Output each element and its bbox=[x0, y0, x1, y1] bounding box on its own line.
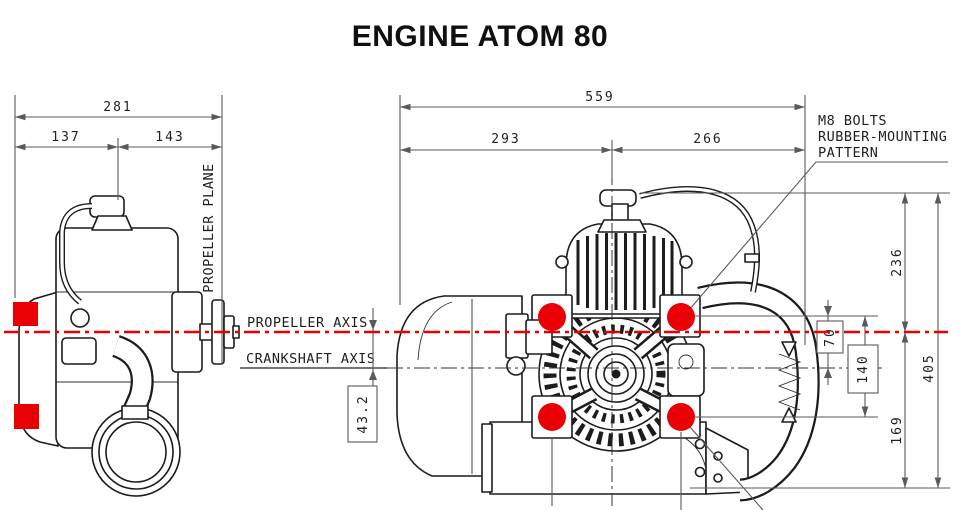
propeller-plane-label: PROPELLER PLANE bbox=[201, 163, 217, 292]
note-line2: RUBBER-MOUNTING bbox=[818, 129, 947, 145]
dim-axis-to-bolt-row: 70 bbox=[823, 327, 838, 347]
mount-bolt-marker bbox=[538, 303, 566, 331]
dim-axis-offset: 43.2 bbox=[356, 394, 371, 433]
rear-view-dimensions: 559 293 266 236 169 405 70 bbox=[399, 90, 950, 510]
cooling-fins bbox=[576, 233, 674, 310]
dim-bolt-row-spacing: 140 bbox=[856, 354, 871, 383]
m8-bolts-note: M8 BOLTS RUBBER-MOUNTING PATTERN bbox=[682, 113, 948, 318]
mount-bolt-marker bbox=[667, 403, 695, 431]
dim-front-width: 137 bbox=[51, 130, 80, 145]
dim-overall-height: 405 bbox=[922, 353, 937, 382]
dim-rear-width: 143 bbox=[155, 130, 184, 145]
mount-bolt-marker bbox=[538, 403, 566, 431]
drawing-title: ENGINE ATOM 80 bbox=[351, 20, 609, 53]
propeller-axis: PROPELLER AXIS bbox=[4, 315, 948, 334]
dim-top-to-axis: 236 bbox=[890, 247, 905, 276]
axis-lines: CRANKSHAFT AXIS bbox=[240, 142, 882, 506]
mount-bolt-marker bbox=[667, 303, 695, 331]
side-view-dimensions: 281 137 143 PROPELLER PLANE 43.2 bbox=[14, 95, 378, 443]
note-line1: M8 BOLTS bbox=[818, 113, 887, 129]
mount-bolt-marker bbox=[14, 404, 39, 429]
dim-total-width: 281 bbox=[103, 100, 132, 115]
mount-markers bbox=[13, 302, 695, 431]
dim-rear-length: 266 bbox=[693, 132, 722, 147]
note-line3: PATTERN bbox=[818, 145, 878, 161]
crankshaft-axis-label: CRANKSHAFT AXIS bbox=[246, 351, 375, 367]
dim-total-length: 559 bbox=[585, 90, 614, 105]
engine-rear-view bbox=[396, 186, 820, 502]
exhaust-spring-clamp bbox=[777, 341, 802, 423]
propeller-axis-label: PROPELLER AXIS bbox=[247, 315, 368, 331]
dim-front-length: 293 bbox=[491, 132, 520, 147]
dim-axis-to-base: 169 bbox=[890, 415, 905, 444]
mount-bolt-marker bbox=[13, 302, 38, 326]
